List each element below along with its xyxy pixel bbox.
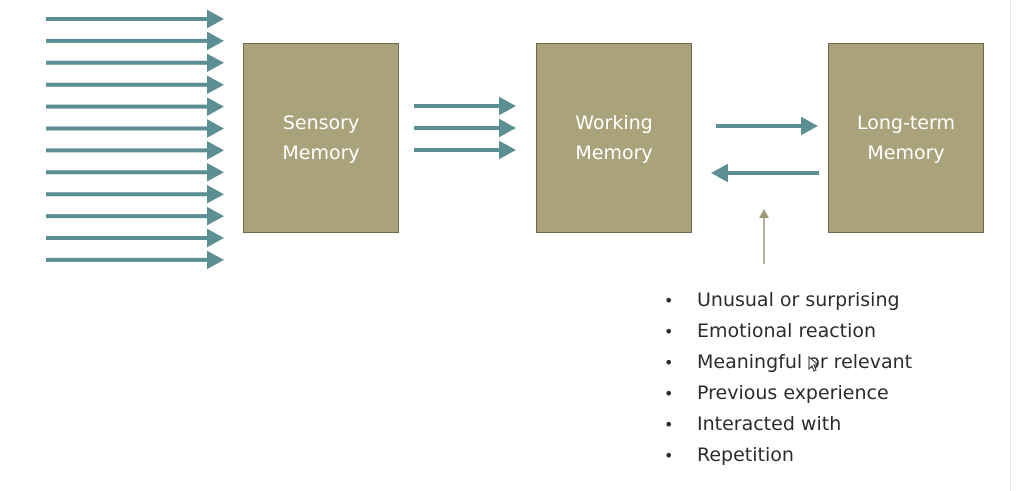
encode-arrow [716,116,818,136]
bullet-icon: • [664,384,674,403]
influence-arrow [759,209,769,264]
working-memory-box: Working Memory [536,43,692,233]
retrieval-arrow [711,163,819,183]
long-term-memory-label: Long-term Memory [857,112,955,164]
input-arrow [46,97,224,116]
list-item: • Interacted with [664,409,912,440]
input-arrow [46,53,224,73]
input-arrow [46,75,224,95]
influence-arrow-line [759,209,769,264]
retrieve-arrow [711,163,819,183]
factor-text: Repetition [697,444,794,466]
sensory-input-arrows [46,9,224,270]
input-arrow [46,228,224,248]
input-arrow [46,250,224,270]
bullet-icon: • [664,322,674,341]
bullet-icon: • [664,353,674,372]
list-item: • Previous experience [664,378,912,409]
list-item: • Emotional reaction [664,316,912,347]
factor-text: Interacted with [697,413,842,435]
input-arrow [46,206,224,226]
mouse-pointer-icon [808,356,818,372]
working-memory-label: Working Memory [575,112,653,164]
bullet-icon: • [664,446,674,465]
input-arrow [46,184,224,204]
sensory-memory-label: Sensory Memory [282,112,360,164]
list-item: • Repetition [664,440,912,471]
retention-factors-list: • Unusual or surprising • Emotional reacti… [664,285,912,471]
list-item: • Unusual or surprising [664,285,912,316]
factor-text: Unusual or surprising [697,289,900,311]
factor-text: Previous experience [697,382,889,404]
bullet-icon: • [664,415,674,434]
sensory-to-working-arrows [414,96,516,160]
transfer-arrow [414,140,516,160]
input-arrow [46,141,224,160]
factor-text: Meaningful or relevant [697,351,913,373]
encoding-arrow [716,116,818,136]
bullet-icon: • [664,291,674,310]
input-arrow [46,119,224,138]
sensory-memory-box: Sensory Memory [243,43,399,233]
input-arrow [46,31,224,51]
long-term-memory-box: Long-term Memory [828,43,984,233]
factor-text: Emotional reaction [697,320,877,342]
transfer-arrow [414,96,516,116]
transfer-arrow [414,118,516,138]
list-item: • Meaningful or relevant [664,347,912,378]
input-arrow [46,9,224,29]
input-arrow [46,162,224,182]
